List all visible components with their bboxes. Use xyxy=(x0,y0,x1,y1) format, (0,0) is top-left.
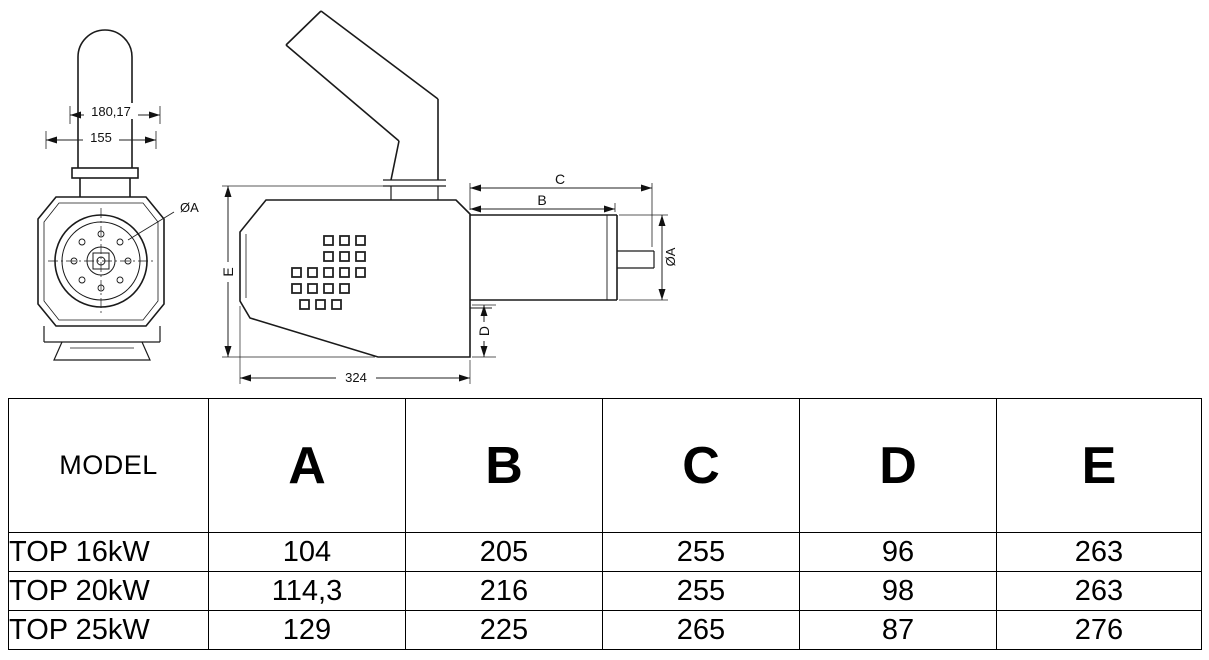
value-cell: 255 xyxy=(602,571,800,611)
model-cell: TOP 16kW xyxy=(8,532,209,572)
side-body xyxy=(239,199,471,358)
value-cell: 263 xyxy=(996,571,1202,611)
side-phi-a-label: ØA xyxy=(663,247,678,266)
model-cell: TOP 25kW xyxy=(8,610,209,650)
front-dim-outer-width-label: 180,17 xyxy=(91,104,131,119)
col-header-a: A xyxy=(208,398,406,533)
side-dim-length-label: 324 xyxy=(345,370,367,385)
front-body xyxy=(37,196,165,327)
value-cell: 263 xyxy=(996,532,1202,572)
col-header-e: E xyxy=(996,398,1202,533)
side-dim-d-label: D xyxy=(476,326,492,336)
value-cell: 255 xyxy=(602,532,800,572)
front-dim-outer-width: 180,17 xyxy=(69,103,161,124)
value-cell: 265 xyxy=(602,610,800,650)
col-header-b: B xyxy=(405,398,603,533)
side-dim-c-label: C xyxy=(555,171,565,187)
front-phi-a-label: ØA xyxy=(180,200,199,215)
side-dim-phi-a: ØA xyxy=(619,214,678,301)
dimensions-table: MODEL A B C D E TOP 16kW 104 205 255 96 … xyxy=(8,398,1202,650)
col-header-d: D xyxy=(799,398,997,533)
side-dim-b: B xyxy=(470,192,616,213)
value-cell: 225 xyxy=(405,610,603,650)
table-row-top-20kw: TOP 20kW 114,3 216 255 98 263 xyxy=(8,571,1202,611)
side-dim-e: E xyxy=(220,185,388,358)
value-cell: 216 xyxy=(405,571,603,611)
model-cell: TOP 20kW xyxy=(8,571,209,611)
value-cell: 129 xyxy=(208,610,406,650)
model-header: MODEL xyxy=(8,398,209,533)
front-phi-a-callout: ØA xyxy=(127,200,199,241)
front-mount-bracket xyxy=(43,326,161,361)
value-cell: 114,3 xyxy=(208,571,406,611)
side-dim-d: D xyxy=(472,304,496,358)
side-hole-pattern xyxy=(291,235,366,310)
side-pellet-chute xyxy=(285,10,446,200)
front-dim-inner-width: 155 xyxy=(45,129,157,149)
side-dim-e-label: E xyxy=(220,267,236,276)
burner-technical-drawing: 180,17 155 ØA xyxy=(37,10,678,385)
side-burner-tube xyxy=(470,214,655,309)
value-cell: 276 xyxy=(996,610,1202,650)
side-dim-b-label: B xyxy=(537,192,546,208)
value-cell: 87 xyxy=(799,610,997,650)
front-dim-inner-width-label: 155 xyxy=(90,130,112,145)
value-cell: 104 xyxy=(208,532,406,572)
side-dim-length: 324 xyxy=(239,306,471,385)
value-cell: 96 xyxy=(799,532,997,572)
front-view-drawing: 180,17 155 ØA xyxy=(37,29,199,361)
side-view-drawing: C B E D xyxy=(220,10,678,385)
table-row-top-16kw: TOP 16kW 104 205 255 96 263 xyxy=(8,532,1202,572)
value-cell: 98 xyxy=(799,571,997,611)
table-row-top-25kw: TOP 25kW 129 225 265 87 276 xyxy=(8,610,1202,650)
table-header-row: MODEL A B C D E xyxy=(8,398,1202,533)
col-header-c: C xyxy=(602,398,800,533)
value-cell: 205 xyxy=(405,532,603,572)
